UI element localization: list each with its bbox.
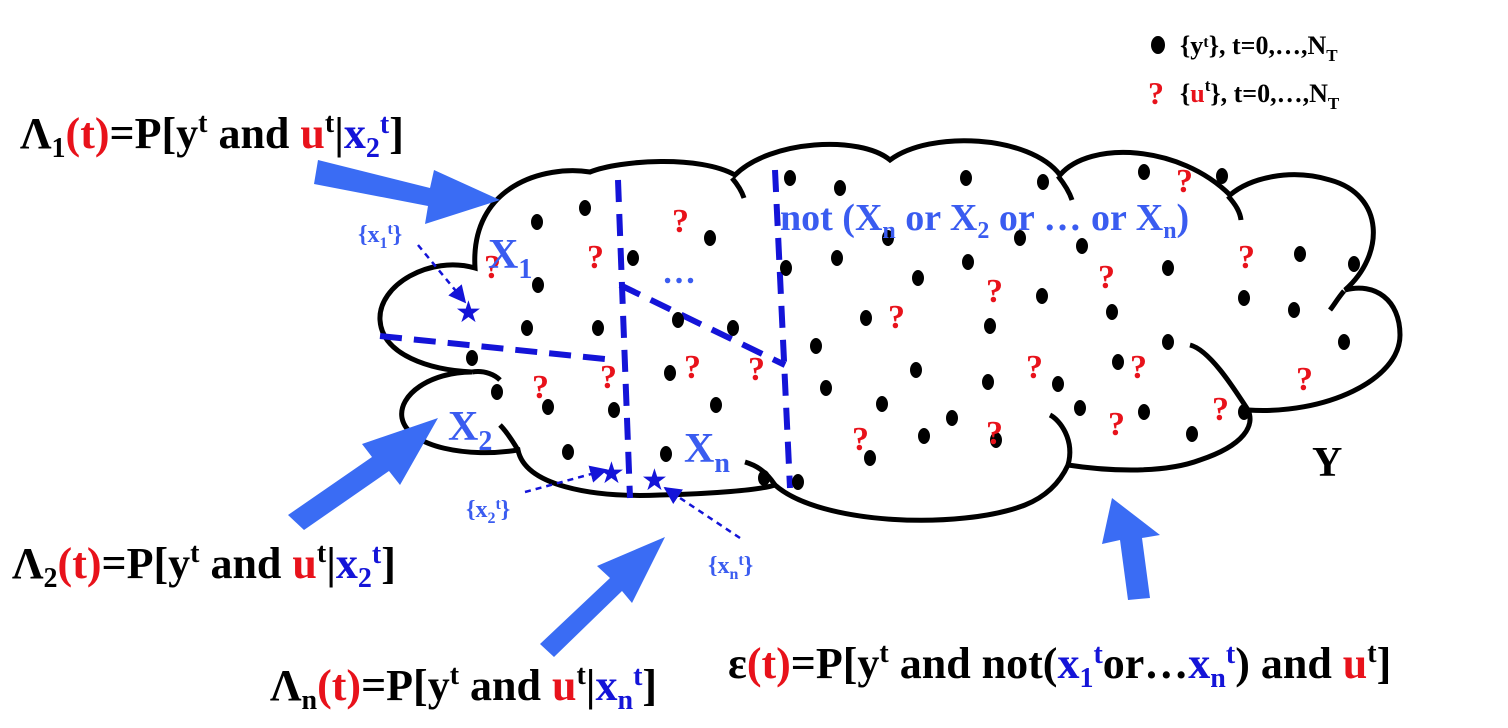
point-x2-label: {x2t}	[466, 496, 510, 527]
arrow-eps	[1102, 498, 1160, 600]
arrows	[288, 160, 1160, 657]
region-xn-label: Xn	[684, 426, 730, 479]
svg-text:?: ?	[1130, 349, 1147, 386]
svg-text:?: ?	[1238, 239, 1255, 276]
set-y-label: Y	[1312, 440, 1342, 486]
svg-text:?: ?	[1026, 349, 1043, 386]
star-xn-icon: ★	[641, 463, 668, 498]
svg-text:?: ?	[1108, 406, 1125, 443]
svg-text:?: ?	[748, 351, 765, 388]
svg-text:?: ?	[532, 369, 549, 406]
legend-u-label: {ut}, t=0,…,NT	[1180, 76, 1340, 113]
svg-text:?: ?	[684, 349, 701, 386]
svg-text:?: ?	[484, 249, 501, 286]
svg-text:?: ?	[587, 239, 604, 276]
u-points: ??? ???? ??? ???? ???? ?	[484, 163, 1313, 458]
region-ellipsis-label: …	[662, 254, 696, 291]
arrow-lambda2	[288, 418, 438, 530]
svg-text:?: ?	[852, 421, 869, 458]
formula-lambda1: Λ1(t)=P[yt and ut|x2t]	[20, 108, 404, 164]
arrow-lambda1	[314, 160, 500, 224]
formula-epsilon: ε(t)=P[yt and not(x1tor…xnt) and ut]	[728, 638, 1391, 694]
star-x2-icon: ★	[598, 456, 625, 491]
legend-question-icon: ?	[1148, 75, 1164, 111]
formula-lambdan: Λn(t)=P[yt and ut|xnt]	[270, 660, 657, 716]
partition-lines	[379, 169, 793, 499]
svg-text:?: ?	[986, 415, 1003, 452]
svg-text:?: ?	[888, 299, 905, 336]
svg-text:?: ?	[1176, 163, 1193, 200]
svg-text:?: ?	[672, 203, 689, 240]
legend-dot-label: {yᵗ}, t=0,…,NT	[1180, 31, 1338, 65]
svg-text:?: ?	[600, 359, 617, 396]
svg-text:?: ?	[1212, 391, 1229, 428]
arrow-lambdan	[540, 537, 665, 657]
point-xn-label: {xnt}	[708, 552, 753, 583]
svg-text:?: ?	[1296, 361, 1313, 398]
point-x1-label: {x1t}	[358, 221, 402, 252]
svg-text:?: ?	[986, 273, 1003, 310]
region-x2-label: X2	[448, 404, 492, 457]
region-x1-label: X1	[488, 232, 532, 285]
svg-text:?: ?	[1098, 259, 1115, 296]
not-region-label: not (Xn or X2 or … or Xn)	[780, 197, 1189, 244]
star-x1-icon: ★	[455, 295, 482, 330]
formula-lambda2: Λ2(t)=P[yt and ut|x2t]	[12, 538, 396, 594]
legend-dot-icon	[1151, 36, 1165, 54]
y-points	[466, 164, 1360, 490]
